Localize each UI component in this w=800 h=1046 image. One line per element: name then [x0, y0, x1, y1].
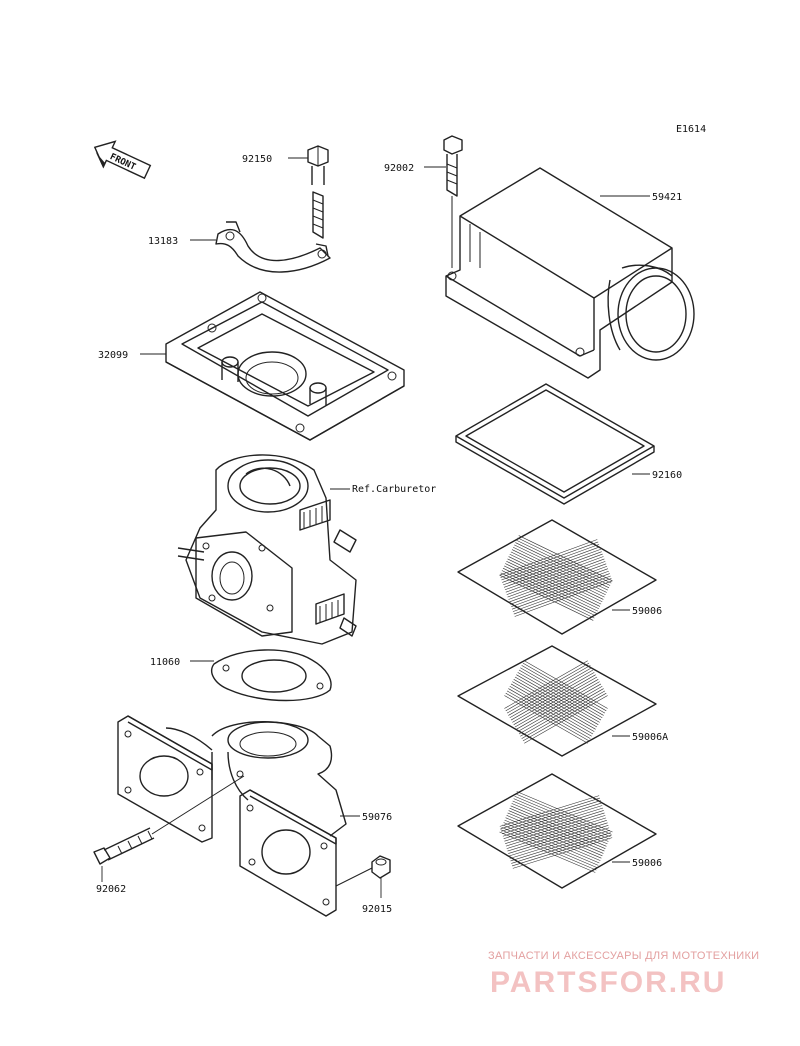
- bolt-92002: 92002: [384, 135, 463, 268]
- gasket-11060: 11060: [150, 649, 332, 702]
- label-59076: 59076: [362, 812, 392, 823]
- label-92015: 92015: [362, 904, 392, 915]
- bolt-92150: 92150: [242, 145, 329, 239]
- label-59006A: 59006A: [632, 732, 668, 743]
- label-13183: 13183: [148, 236, 178, 247]
- label-11060: 11060: [150, 657, 180, 668]
- label-59006-1: 59006: [632, 606, 662, 617]
- watermark-logo: PARTSFOR.RU: [490, 966, 727, 999]
- screen-59006-3: 59006: [457, 773, 662, 889]
- front-arrow-icon: FRONT: [93, 140, 152, 180]
- label-59421: 59421: [652, 192, 682, 203]
- label-carburetor-ref: Ref.Carburetor: [352, 484, 436, 495]
- label-92002: 92002: [384, 163, 414, 174]
- case-cover-59421: 59421: [445, 167, 695, 379]
- manifold-59076: 59076: [117, 715, 392, 917]
- label-32099: 32099: [98, 350, 128, 361]
- gasket-92160: 92160: [455, 383, 682, 505]
- label-92062: 92062: [96, 884, 126, 895]
- stay-13183: 13183: [148, 221, 331, 273]
- screen-59006A: 59006A: [457, 645, 668, 757]
- stud-92062: 92062: [93, 775, 245, 895]
- screen-59006-1: 59006: [457, 519, 662, 635]
- label-59006-3: 59006: [632, 858, 662, 869]
- diagram-code: E1614: [676, 124, 706, 135]
- label-92160: 92160: [652, 470, 682, 481]
- label-92150: 92150: [242, 154, 272, 165]
- holder-32099: 32099: [98, 291, 405, 441]
- watermark-tagline: ЗАПЧАСТИ И АКСЕССУАРЫ ДЛЯ МОТОТЕХНИКИ: [488, 950, 760, 962]
- nut-92015: 92015: [335, 855, 392, 915]
- carburetor: Ref.Carburetor: [177, 454, 436, 645]
